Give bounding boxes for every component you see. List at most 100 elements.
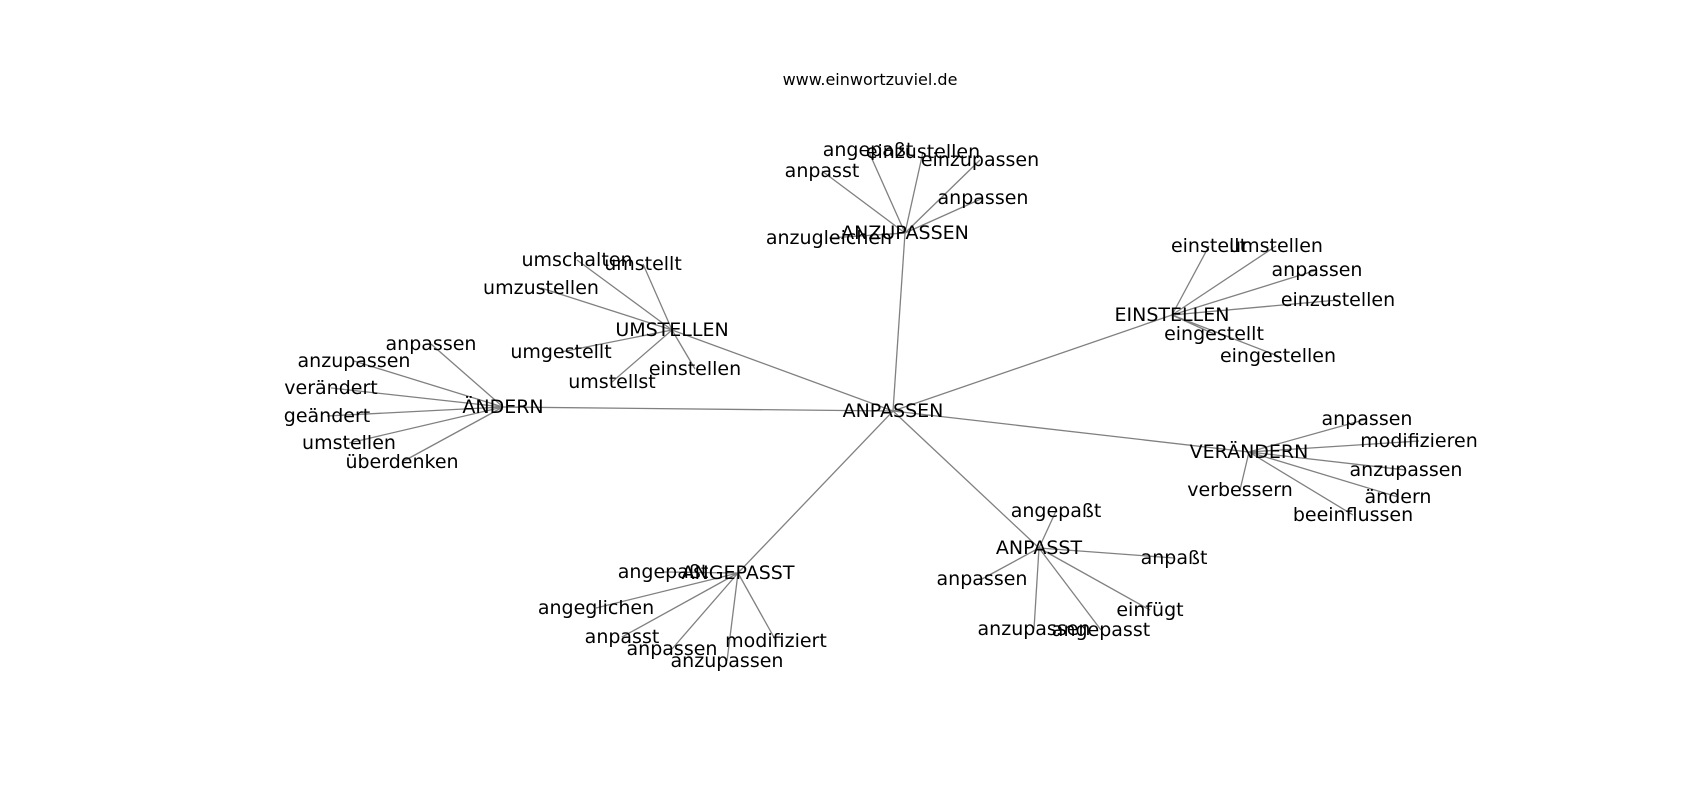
edge-veraendern-to-aendern xyxy=(1248,451,1399,498)
node-leaf-umstellen-umzustellen: umzustellen xyxy=(483,277,599,299)
node-leaf-aendern-umstellen: umstellen xyxy=(302,432,396,454)
node-leaf-veraendern-modifizieren: modifizieren xyxy=(1360,430,1478,452)
edge-einstellen-to-eingestellen xyxy=(1171,314,1279,357)
edge-anpasst-to-anpassen xyxy=(981,547,1040,580)
node-leaf-anzupassen-angepasst: angepaßt xyxy=(823,139,914,161)
edge-aendern-to-veraendert xyxy=(330,387,504,408)
node-leaf-umstellen-umstellst: umstellst xyxy=(568,371,656,393)
edge-root-to-anzupassen xyxy=(892,232,906,412)
node-leaf-veraendern-verbessern: verbessern xyxy=(1187,479,1293,501)
edge-anzupassen-to-anpassen xyxy=(904,197,984,234)
node-leaf-anpasst-angepasst: angepaßt xyxy=(1011,500,1102,522)
node-leaf-veraendern-aendern: ändern xyxy=(1365,486,1432,508)
node-leaf-einstellen-einzustellen: einzustellen xyxy=(1281,289,1395,311)
edge-angepasst-to-angepasst xyxy=(662,571,739,574)
edge-angepasst-to-anpassen xyxy=(671,572,739,650)
edge-umstellen-to-umstellst xyxy=(611,329,673,383)
edge-anzupassen-to-angepasst xyxy=(867,149,906,234)
node-leaf-angepasst-anpassen: anpassen xyxy=(627,638,718,660)
node-leaf-umstellen-einstellen: einstellen xyxy=(649,358,741,380)
edge-angepasst-to-angeglichen xyxy=(595,572,739,609)
edge-anpasst-to-anzupassen xyxy=(1033,547,1040,630)
node-leaf-veraendern-anzupassen: anzupassen xyxy=(1350,459,1463,481)
edge-anzupassen-to-anpasst xyxy=(821,170,906,234)
node-leaf-aendern-anzupassen: anzupassen xyxy=(298,350,411,372)
node-leaf-veraendern-beeinflussen: beeinflussen xyxy=(1293,504,1413,526)
edge-anpasst-to-anpasst xyxy=(1038,547,1175,559)
node-leaf-einstellen-anpassen: anpassen xyxy=(1272,259,1363,281)
edge-umstellen-to-umschalten xyxy=(576,259,673,331)
node-leaf-angepasst-anzupassen: anzupassen xyxy=(671,650,784,672)
edge-einstellen-to-anpassen xyxy=(1171,269,1318,316)
node-leaf-angepasst-anpasst: anpasst xyxy=(585,626,660,648)
node-leaf-anpasst-einfuegt: einfügt xyxy=(1116,599,1183,621)
edge-root-to-veraendern xyxy=(892,410,1250,453)
node-hub-angepasst: ANGEPASST xyxy=(682,562,795,584)
node-hub-einstellen: EINSTELLEN xyxy=(1115,304,1230,326)
edge-anzupassen-to-einzupassen xyxy=(904,159,981,234)
label-layer: ANPASSENangepaßteinzustelleneinzupassena… xyxy=(284,139,1478,672)
edge-umstellen-to-einstellen xyxy=(671,329,696,370)
node-center-anpassen: ANPASSEN xyxy=(843,400,944,422)
edge-umstellen-to-umstellt xyxy=(642,263,673,331)
node-leaf-angepasst-modifiziert: modifiziert xyxy=(725,630,827,652)
edge-aendern-to-anpassen xyxy=(430,343,504,408)
node-leaf-anpasst-anzupassen: anzupassen xyxy=(978,618,1091,640)
edge-anzupassen-to-anzugleichen xyxy=(828,232,906,239)
edge-anpasst-to-angepasst xyxy=(1038,547,1102,631)
edge-veraendern-to-beeinflussen xyxy=(1248,451,1354,516)
edge-root-to-aendern xyxy=(502,406,894,412)
node-leaf-angepasst-angeglichen: angeglichen xyxy=(538,597,654,619)
node-leaf-umstellen-umstellt: umstellt xyxy=(604,253,682,275)
node-leaf-veraendern-anpassen: anpassen xyxy=(1322,408,1413,430)
edge-anpasst-to-einfuegt xyxy=(1038,547,1151,611)
edge-veraendern-to-modifizieren xyxy=(1248,440,1420,453)
node-leaf-aendern-veraendert: verändert xyxy=(284,377,377,399)
edge-aendern-to-anzupassen xyxy=(353,360,504,408)
site-title: www.einwortzuviel.de xyxy=(782,70,958,89)
edge-umstellen-to-umzustellen xyxy=(540,287,673,331)
node-leaf-anzupassen-einzustellen: einzustellen xyxy=(866,141,980,163)
node-leaf-anzupassen-anpassen: anpassen xyxy=(938,187,1029,209)
node-leaf-aendern-ueberdenken: überdenken xyxy=(345,451,458,473)
node-leaf-umstellen-umgestellt: umgestellt xyxy=(510,341,611,363)
node-leaf-anzupassen-einzupassen: einzupassen xyxy=(921,149,1039,171)
edge-veraendern-to-anpassen xyxy=(1248,418,1368,453)
edge-anzupassen-to-einzustellen xyxy=(904,151,924,234)
edge-anpasst-to-angepasst xyxy=(1038,510,1057,549)
node-hub-umstellen: UMSTELLEN xyxy=(615,319,728,341)
edge-angepasst-to-anzupassen xyxy=(726,572,739,662)
node-leaf-aendern-geaendert: geändert xyxy=(284,405,370,427)
node-hub-aendern: ÄNDERN xyxy=(462,395,543,418)
edge-root-to-anpasst xyxy=(892,410,1040,549)
edge-aendern-to-geaendert xyxy=(326,406,504,417)
edge-aendern-to-ueberdenken xyxy=(401,406,504,463)
node-leaf-aendern-anpassen: anpassen xyxy=(386,333,477,355)
node-leaf-angepasst-angepasst: angepaßt xyxy=(618,561,709,583)
node-leaf-umstellen-umschalten: umschalten xyxy=(521,249,632,271)
edge-einstellen-to-einstellt xyxy=(1171,245,1210,316)
edge-veraendern-to-verbessern xyxy=(1239,451,1250,491)
edge-root-to-angepasst xyxy=(737,410,894,574)
edge-root-to-einstellen xyxy=(892,314,1173,412)
node-hub-anpasst: ANPASST xyxy=(996,537,1083,559)
node-leaf-anzupassen-anpasst: anpasst xyxy=(785,160,860,182)
node-leaf-anpasst-anpassen: anpassen xyxy=(937,568,1028,590)
edge-einstellen-to-einzustellen xyxy=(1171,299,1339,316)
edge-einstellen-to-umstellen xyxy=(1171,245,1277,316)
node-leaf-einstellen-eingestellt: eingestellt xyxy=(1164,323,1264,345)
edge-root-to-umstellen xyxy=(671,329,894,412)
node-leaf-einstellen-einstellt: einstellt xyxy=(1171,235,1247,257)
node-leaf-einstellen-umstellen: umstellen xyxy=(1229,235,1323,257)
node-leaf-anpasst-angepasst: angepasst xyxy=(1052,619,1150,641)
node-leaf-einstellen-eingestellen: eingestellen xyxy=(1220,345,1336,367)
node-hub-veraendern: VERÄNDERN xyxy=(1190,440,1309,463)
edge-aendern-to-umstellen xyxy=(348,406,504,444)
edge-angepasst-to-anpasst xyxy=(621,572,739,638)
node-leaf-anpasst-anpasst: anpaßt xyxy=(1141,547,1208,569)
node-hub-anzupassen: ANZUPASSEN xyxy=(841,222,969,244)
edge-veraendern-to-anzupassen xyxy=(1248,451,1407,471)
node-leaf-anzupassen-anzugleichen: anzugleichen xyxy=(766,227,892,249)
edge-layer xyxy=(326,149,1420,662)
